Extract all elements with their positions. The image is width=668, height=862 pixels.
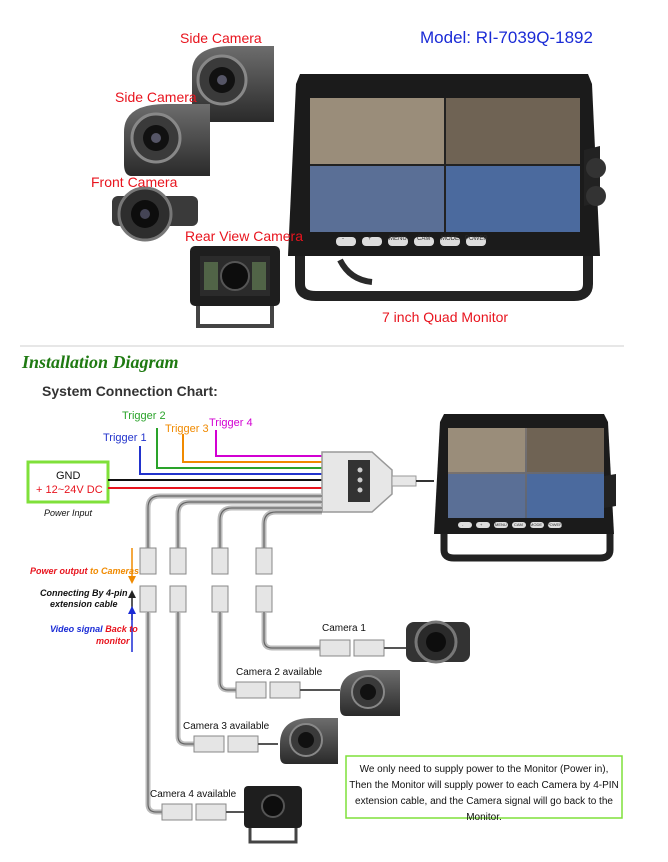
small-btn-mode-label: MODE xyxy=(530,522,542,527)
monitor-caption: 7 inch Quad Monitor xyxy=(382,309,509,325)
small-monitor-button-labels: - + MENU CAM MODE POWER xyxy=(458,522,568,530)
small-btn-plus-label: + xyxy=(480,522,483,527)
trigger-4-label: Trigger 4 xyxy=(209,417,253,429)
camera-3-label: Camera 3 available xyxy=(183,721,270,732)
front-camera-label: Front Camera xyxy=(91,174,178,190)
camera-4-label: Camera 4 available xyxy=(150,789,237,800)
camera-2-label: Camera 2 available xyxy=(236,667,323,678)
rear-view-camera-image xyxy=(190,246,280,328)
camera-1-label: Camera 1 xyxy=(322,623,366,634)
note-line-1: We only need to supply power to the Moni… xyxy=(359,764,609,775)
power-output-text: Power output xyxy=(30,566,88,576)
trigger-3-label: Trigger 3 xyxy=(165,423,209,435)
camera-3-image xyxy=(280,718,338,764)
side-camera-1-label: Side Camera xyxy=(180,30,262,46)
btn-cam-label: CAM xyxy=(417,236,431,242)
side-camera-2-image xyxy=(124,104,210,176)
power-input-label: Power Input xyxy=(44,508,93,518)
system-connection-chart-title: System Connection Chart: xyxy=(42,383,218,399)
note-line-3: extension cable, and the Camera signal w… xyxy=(355,796,613,823)
front-camera-image xyxy=(112,186,198,242)
camera-4-image xyxy=(244,786,302,844)
small-btn-cam-label: CAM xyxy=(514,522,523,527)
small-btn-menu-label: MENU xyxy=(495,522,507,527)
trigger-1-label: Trigger 1 xyxy=(103,432,147,444)
btn-mode-label: MODE xyxy=(441,236,459,242)
video-signal-annotation: Video signal Back to xyxy=(50,624,138,634)
power-output-annotation: Power output to Cameras xyxy=(30,566,139,576)
camera-cables xyxy=(145,493,322,548)
camera-row-connectors xyxy=(161,639,412,821)
note-box xyxy=(345,755,623,819)
connecting-annotation-1: Connecting By 4-pin xyxy=(40,588,128,598)
side-camera-2-label: Side Camera xyxy=(115,89,197,105)
side-camera-1-image xyxy=(192,46,274,122)
gnd-label: GND xyxy=(56,470,81,482)
voltage-label: + 12~24V DC xyxy=(36,484,103,496)
back-to-text: Back to xyxy=(105,624,138,634)
trigger-2-label: Trigger 2 xyxy=(122,410,166,422)
power-wires xyxy=(108,479,322,489)
monitor-annotation: monitor xyxy=(96,636,130,646)
btn-plus-label: + xyxy=(368,236,372,242)
camera-cable-runs xyxy=(145,612,320,815)
installation-diagram-title: Installation Diagram xyxy=(22,352,179,372)
model-label: Model: RI-7039Q-1892 xyxy=(420,28,593,47)
video-signal-text: Video signal xyxy=(50,624,103,634)
note-line-2: Then the Monitor will supply power to ea… xyxy=(349,780,619,791)
btn-menu-label: MENU xyxy=(389,236,407,242)
to-cameras-text: to Cameras xyxy=(90,566,140,576)
connecting-annotation-2: extension cable xyxy=(50,599,118,609)
extension-connectors xyxy=(139,547,273,613)
camera-1-image xyxy=(406,620,470,664)
btn-minus-label: - xyxy=(342,236,344,242)
connection-note: We only need to supply power to the Moni… xyxy=(348,762,620,826)
btn-power-label: POWER xyxy=(465,236,488,242)
small-btn-power-label: POWER xyxy=(547,522,563,527)
small-monitor-image xyxy=(434,414,616,562)
trigger-wires xyxy=(139,428,322,475)
quad-monitor-image xyxy=(288,74,606,301)
main-connector xyxy=(321,451,434,513)
small-btn-minus-label: - xyxy=(462,522,464,527)
monitor-button-row xyxy=(336,237,486,246)
power-input-box xyxy=(26,460,110,504)
annotation-arrows xyxy=(128,548,136,652)
camera-2-image xyxy=(340,670,400,716)
monitor-button-labels: - + MENU CAM MODE POWER xyxy=(336,236,496,248)
rear-view-camera-label: Rear View Camera xyxy=(185,228,304,244)
